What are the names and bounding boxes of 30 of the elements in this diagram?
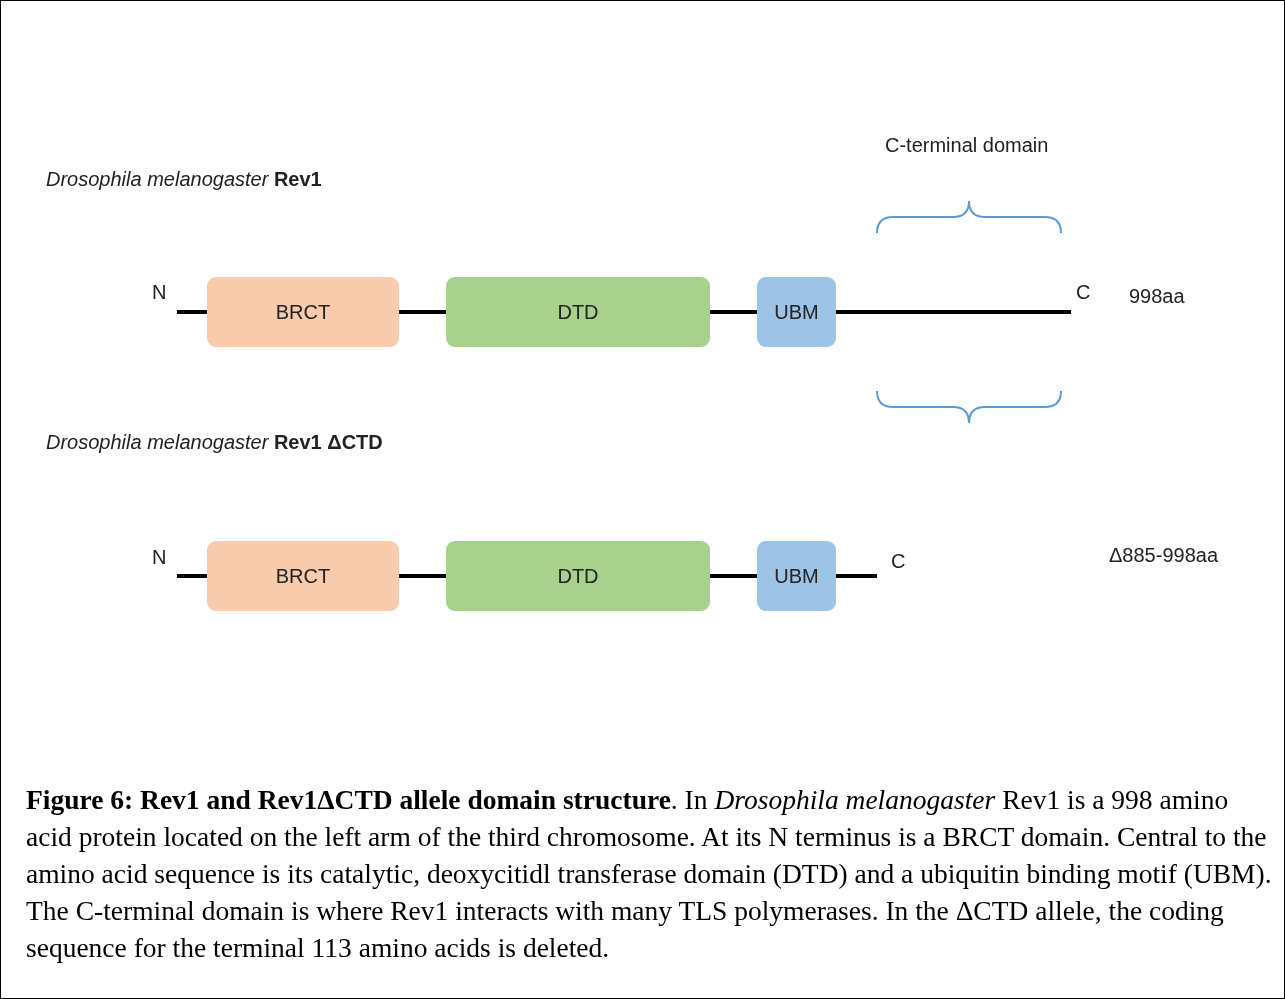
domain-box bbox=[446, 541, 710, 611]
domain-label: BRCT bbox=[275, 300, 331, 324]
backbone-line bbox=[177, 574, 207, 578]
backbone-line bbox=[399, 574, 446, 578]
domain-label: BRCT bbox=[275, 564, 331, 588]
domain-label: UBM bbox=[774, 564, 819, 588]
text-label: C bbox=[1076, 281, 1091, 304]
domain-box bbox=[207, 277, 399, 347]
backbone-line bbox=[836, 310, 1071, 314]
domain-box bbox=[207, 541, 399, 611]
text-label: Drosophila melanogaster Rev1 bbox=[46, 168, 322, 191]
text-label: Δ885-998aa bbox=[1109, 544, 1218, 567]
figure-caption: Figure 6: Rev1 and Rev1ΔCTD allele domain structure. In Drosophila melanogaster Rev1 is a 998 amino acid protein located on the left arm of the third chromosome. At its N terminus is a BRCT domain. Central to the amino acid sequence is its catalytic, deoxycitidl transferase domain (DTD) and a ubiquitin binding motif (UBM). The C-terminal domain is where Rev1 interacts with many TLS polymerases. In the ΔCTD allele, the coding sequence for the terminal 113 amino acids is deleted. bbox=[26, 783, 1273, 965]
domain-box bbox=[757, 277, 836, 347]
backbone-line bbox=[710, 310, 757, 314]
text-label: N bbox=[152, 546, 167, 569]
domain-label: DTD bbox=[557, 300, 599, 324]
domain-label: UBM bbox=[774, 300, 819, 324]
backbone-line bbox=[177, 310, 207, 314]
text-label: N bbox=[152, 281, 167, 304]
backbone-line bbox=[836, 574, 877, 578]
domain-label: DTD bbox=[557, 564, 599, 588]
backbone-line bbox=[399, 310, 446, 314]
text-label: Drosophila melanogaster Rev1 ΔCTD bbox=[46, 431, 383, 454]
domain-box bbox=[446, 277, 710, 347]
text-label: C-terminal domain bbox=[885, 134, 1049, 157]
backbone-line bbox=[710, 574, 757, 578]
domain-box bbox=[757, 541, 836, 611]
text-label: 998aa bbox=[1129, 285, 1185, 308]
text-label: C bbox=[891, 550, 906, 573]
